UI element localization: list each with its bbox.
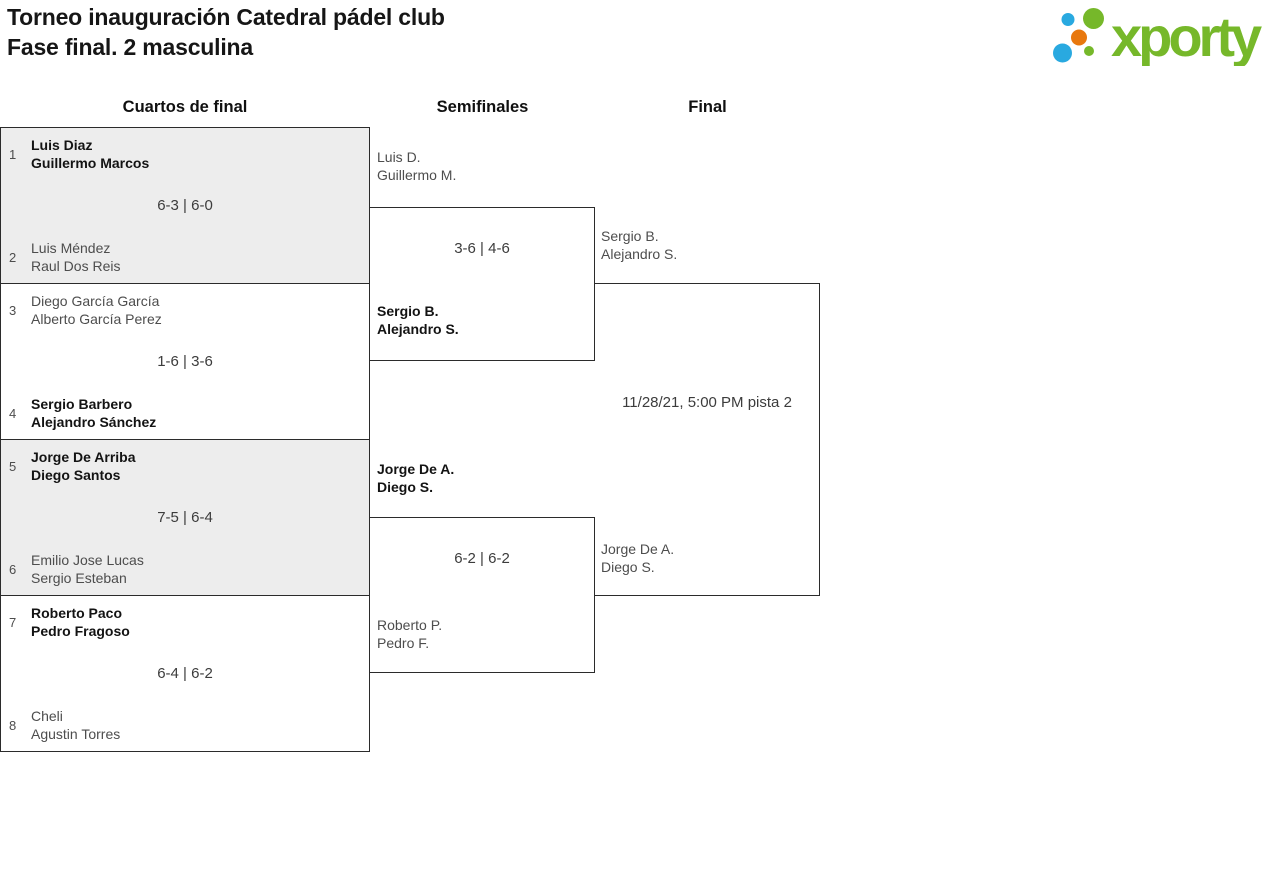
round-header-quarterfinals: Cuartos de final [122,98,248,116]
player-name: Jorge De A. [601,541,675,557]
player-name: Sergio B. [377,303,439,319]
round-header-semifinals: Semifinales [436,98,529,116]
player-name: Roberto P. [377,617,443,633]
logo-dot-green-large [1083,8,1104,29]
match-box-qf-3[interactable]: 5 Jorge De Arriba Diego Santos 7-5 | 6-4… [0,439,370,596]
player-name: Guillermo M. [377,167,457,183]
seed-number: 3 [9,302,17,318]
final-schedule: 11/28/21, 5:00 PM pista 2 [622,394,792,411]
player-name: Emilio Jose Lucas [31,552,144,568]
match-score: 6-3 | 6-0 [157,196,213,214]
logo-dot-orange [1071,29,1087,46]
final-team-bottom: Jorge De A. Diego S. [601,540,674,576]
player-name: Alberto García Perez [31,311,162,327]
player-name: Alejandro S. [601,246,678,262]
team-row-seed-3: 3 Diego García García Alberto García Per… [1,292,162,328]
player-name: Alejandro S. [377,321,459,337]
player-name: Roberto Paco [31,605,123,621]
logo-wordmark: xporty [1111,5,1262,66]
xporty-logo-icon: xporty [1053,5,1266,68]
title-line-2: Fase final. 2 masculina [7,34,253,60]
seed-number: 8 [9,717,17,733]
team-names: Cheli Agustin Torres [31,707,120,743]
match-score: 7-5 | 6-4 [157,508,213,526]
seed-number: 6 [9,561,17,577]
player-name: Pedro Fragoso [31,623,130,639]
logo-dot-blue-small [1061,13,1075,26]
match-box-sf-2[interactable]: 6-2 | 6-2 [369,517,595,673]
team-names: Jorge De Arriba Diego Santos [31,448,136,484]
player-name: Diego García García [31,293,160,309]
final-team-top: Sergio B. Alejandro S. [601,227,677,263]
team-names: Diego García García Alberto García Perez [31,292,162,328]
team-names: Roberto Paco Pedro Fragoso [31,604,130,640]
team-names: Luis Diaz Guillermo Marcos [31,136,149,172]
title-line-1: Torneo inauguración Catedral pádel club [7,4,445,30]
player-name: Sergio B. [601,228,659,244]
player-name: Sergio Barbero [31,396,133,412]
player-name: Jorge De A. [377,461,455,477]
match-score: 1-6 | 3-6 [157,352,213,370]
match-score: 6-2 | 6-2 [454,550,510,567]
sf2-team-top: Jorge De A. Diego S. [377,460,454,496]
match-box-qf-2[interactable]: 3 Diego García García Alberto García Per… [0,283,370,440]
match-box-sf-1[interactable]: 3-6 | 4-6 [369,207,595,361]
match-box-final[interactable] [594,283,820,596]
player-name: Luis Diaz [31,137,93,153]
logo-dot-green-small [1084,46,1094,56]
page-title: Torneo inauguración Catedral pádel club … [7,2,445,62]
player-name: Sergio Esteban [31,570,127,586]
player-name: Agustin Torres [31,726,121,742]
seed-number: 4 [9,405,17,421]
sf1-team-bottom: Sergio B. Alejandro S. [377,302,459,338]
seed-number: 2 [9,249,17,265]
xporty-logo[interactable]: xporty [1050,4,1278,68]
player-name: Jorge De Arriba [31,449,136,465]
match-box-qf-1[interactable]: 1 Luis Diaz Guillermo Marcos 6-3 | 6-0 2… [0,127,370,284]
player-name: Pedro F. [377,635,430,651]
logo-dot-blue-large [1053,43,1072,63]
player-name: Cheli [31,708,63,724]
player-name: Raul Dos Reis [31,258,121,274]
team-names: Emilio Jose Lucas Sergio Esteban [31,551,144,587]
round-header-final: Final [688,98,727,116]
team-row-seed-7: 7 Roberto Paco Pedro Fragoso [1,604,130,640]
player-name: Alejandro Sánchez [31,414,157,430]
seed-number: 5 [9,458,17,474]
match-box-qf-4[interactable]: 7 Roberto Paco Pedro Fragoso 6-4 | 6-2 8… [0,595,370,752]
seed-number: 1 [9,146,17,162]
player-name: Guillermo Marcos [31,155,150,171]
match-score: 3-6 | 4-6 [454,240,510,257]
team-row-seed-8: 8 Cheli Agustin Torres [1,707,120,743]
seed-number: 7 [9,614,17,630]
player-name: Luis D. [377,149,421,165]
team-row-seed-2: 2 Luis Méndez Raul Dos Reis [1,239,120,275]
sf1-team-top: Luis D. Guillermo M. [377,148,456,184]
team-row-seed-4: 4 Sergio Barbero Alejandro Sánchez [1,395,156,431]
team-row-seed-6: 6 Emilio Jose Lucas Sergio Esteban [1,551,144,587]
player-name: Diego S. [601,559,655,575]
team-names: Luis Méndez Raul Dos Reis [31,239,120,275]
bracket-grid: 1 Luis Diaz Guillermo Marcos 6-3 | 6-0 2… [0,127,830,759]
player-name: Diego Santos [31,467,121,483]
team-names: Sergio Barbero Alejandro Sánchez [31,395,156,431]
match-score: 6-4 | 6-2 [157,664,213,682]
team-row-seed-1: 1 Luis Diaz Guillermo Marcos [1,136,149,172]
player-name: Luis Méndez [31,240,111,256]
sf2-team-bottom: Roberto P. Pedro F. [377,616,442,652]
player-name: Diego S. [377,479,434,495]
team-row-seed-5: 5 Jorge De Arriba Diego Santos [1,448,136,484]
